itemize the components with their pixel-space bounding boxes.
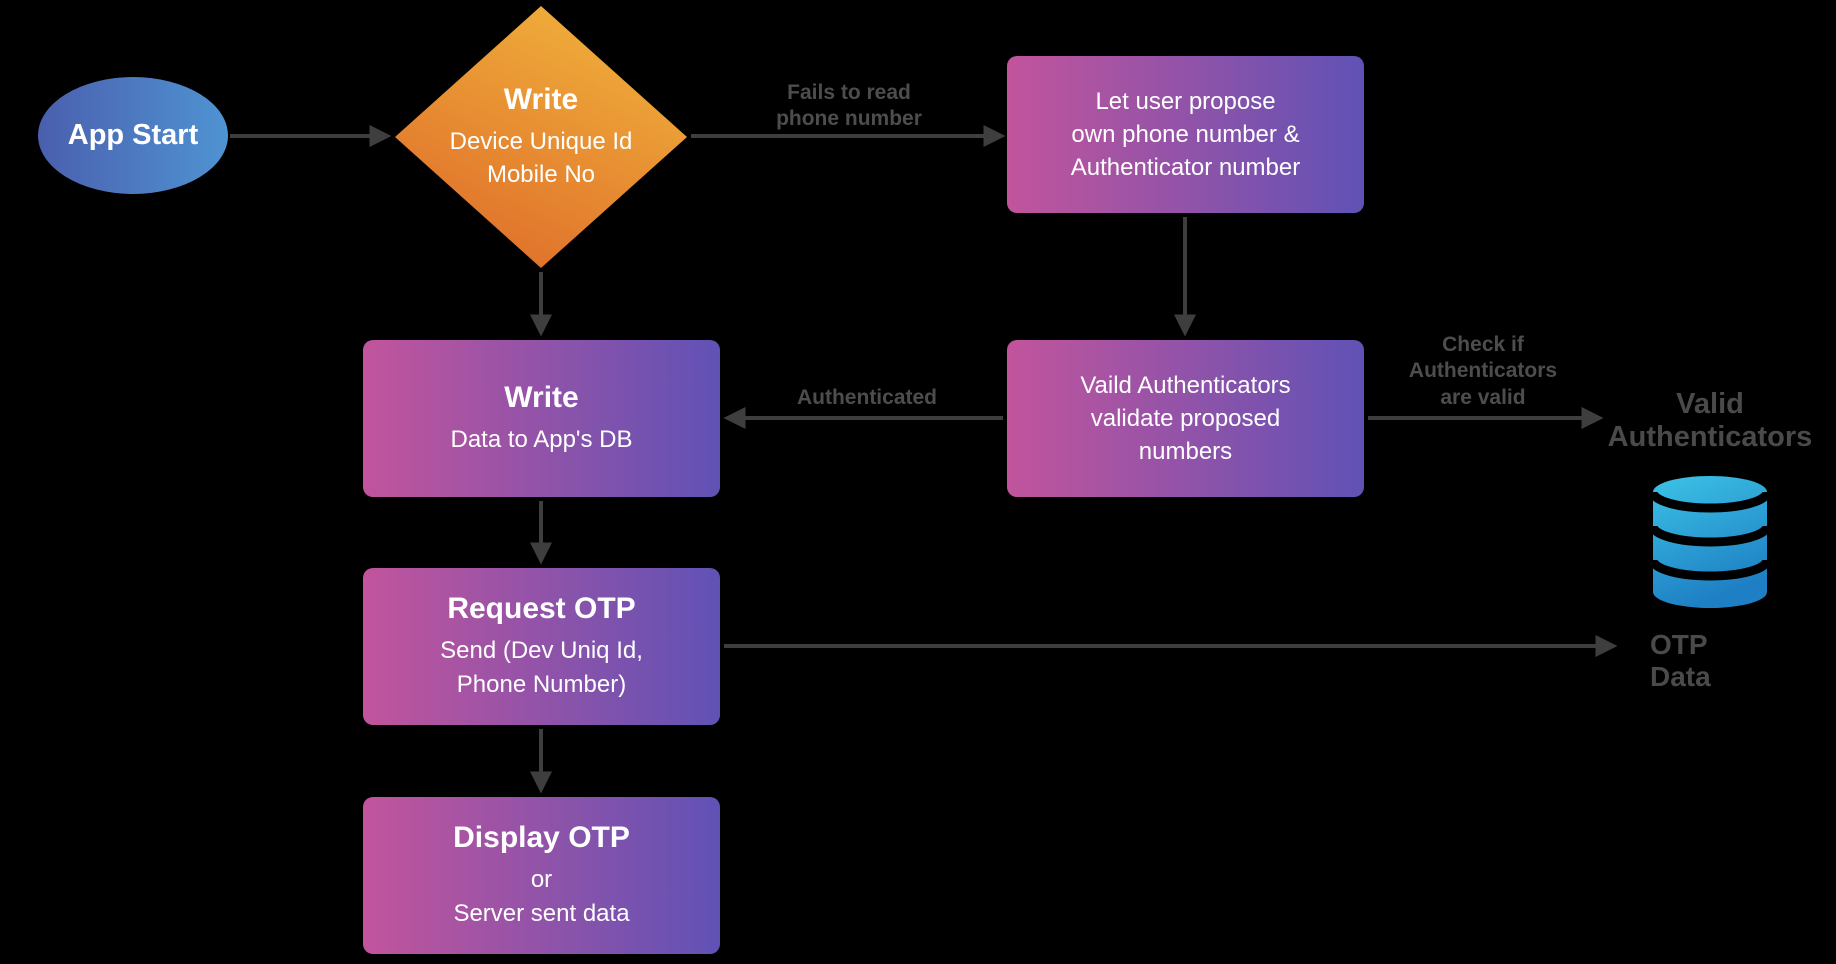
node-validate-numbers: Vaild Authenticators validate proposed n…	[1007, 340, 1364, 497]
request-otp-body: Send (Dev Uniq Id, Phone Number)	[440, 637, 643, 698]
write-db-body: Data to App's DB	[450, 425, 633, 453]
edge-label-authenticated: Authenticated	[796, 386, 938, 409]
node-request-otp: Request OTP Send (Dev Uniq Id, Phone Num…	[363, 568, 720, 725]
request-otp-title: Request OTP	[447, 592, 636, 626]
node-write-db: Write Data to App's DB	[363, 340, 720, 497]
database-title: Valid Authenticators	[1607, 388, 1813, 454]
write-device-body: Device Unique Id Mobile No	[449, 127, 633, 188]
database-cylinder-icon	[1648, 476, 1772, 608]
validate-numbers-body: Vaild Authenticators validate proposed n…	[1080, 371, 1291, 466]
edge-label-fails-to-read: Fails to read phone number	[776, 81, 922, 131]
display-otp-title: Display OTP	[453, 821, 630, 855]
decision-diamond-shape	[395, 6, 687, 268]
node-write-device: Write Device Unique Id Mobile No	[411, 70, 671, 204]
propose-number-body: Let user propose own phone number & Auth…	[1070, 87, 1301, 182]
edge-label-check-valid: Check if Authenticators are valid	[1408, 333, 1558, 409]
node-display-otp: Display OTP or Server sent data	[363, 797, 720, 954]
write-device-title: Write	[503, 82, 579, 116]
database-caption: OTP Data	[1650, 629, 1711, 692]
node-propose-number: Let user propose own phone number & Auth…	[1007, 56, 1364, 213]
write-db-title: Write	[504, 380, 579, 414]
app-start-label: App Start	[67, 119, 199, 151]
display-otp-body: or Server sent data	[453, 866, 630, 927]
node-app-start: App Start	[38, 77, 228, 194]
